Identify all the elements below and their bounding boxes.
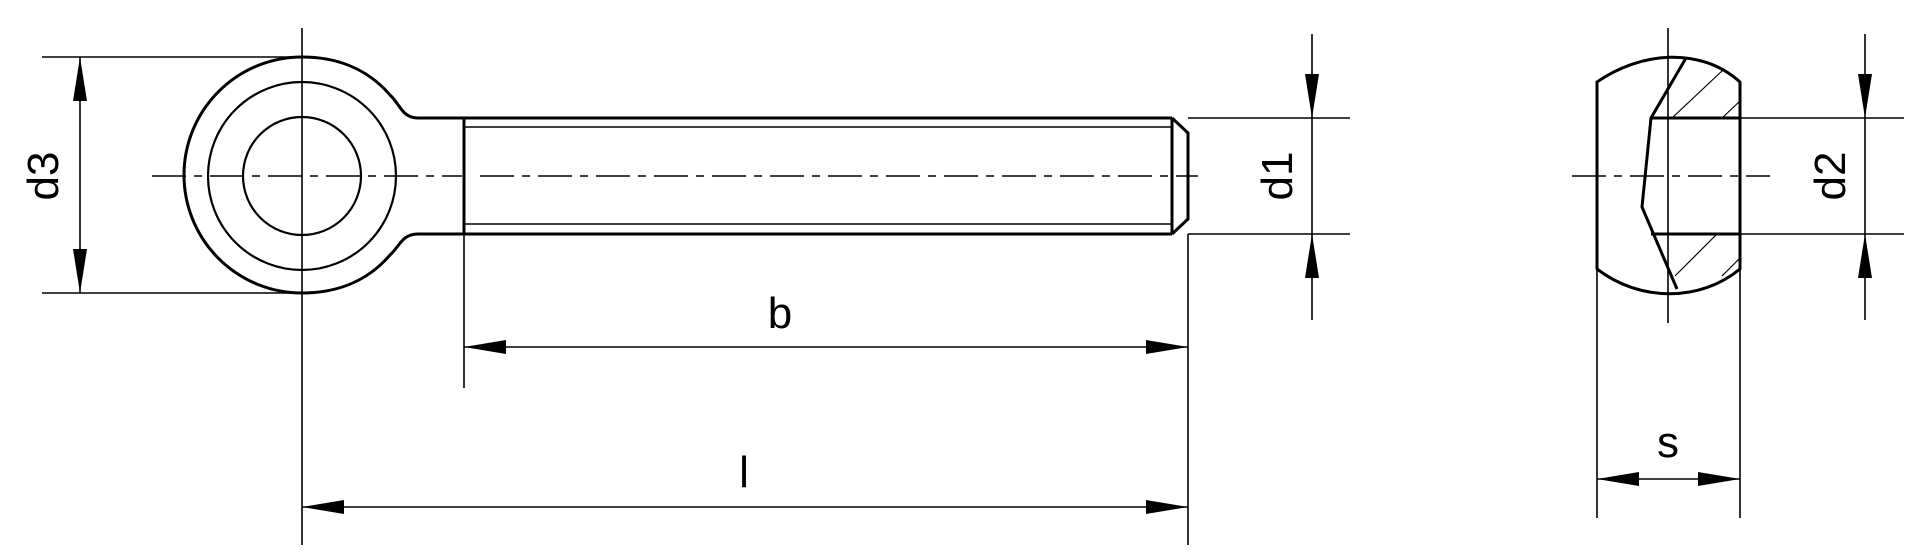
dimension-s <box>1596 269 1741 518</box>
dimension-d1 <box>1188 34 1350 320</box>
eye-head <box>182 55 419 295</box>
d2-label: d2 <box>1806 152 1855 201</box>
b-label: b <box>768 289 792 338</box>
d3-label: d3 <box>19 152 68 201</box>
threaded-shank <box>418 116 1190 236</box>
dimension-d2 <box>1740 34 1904 320</box>
d1-label: d1 <box>1253 152 1302 201</box>
dimension-l <box>301 323 1188 545</box>
dimension-d3 <box>42 56 302 294</box>
dimension-b <box>463 234 1189 545</box>
s-label: s <box>1657 418 1679 467</box>
l-label: l <box>739 448 749 497</box>
